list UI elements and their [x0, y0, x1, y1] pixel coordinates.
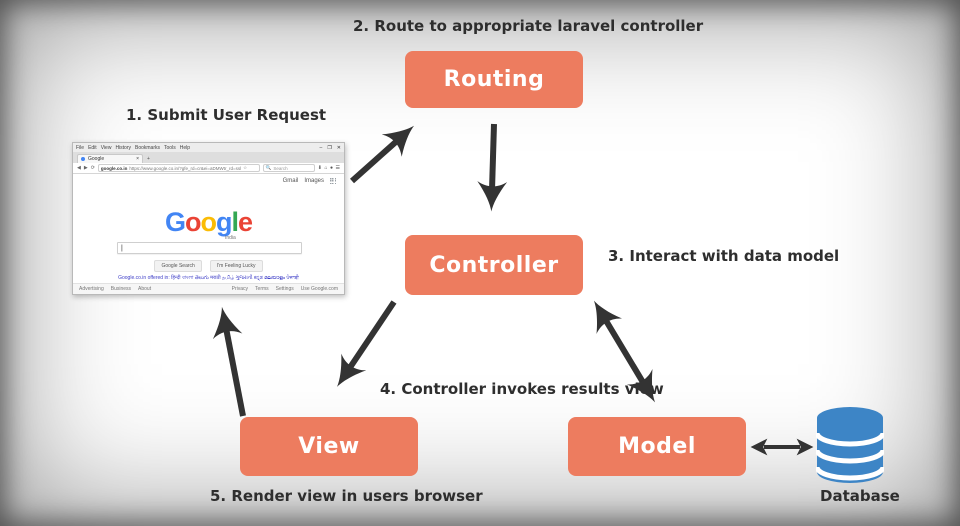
menu-file[interactable]: File: [76, 144, 85, 151]
google-logo-letter: o: [200, 207, 216, 237]
arrow-routing-to-controller: [477, 123, 508, 212]
routing-box: Routing: [405, 51, 583, 108]
minimize-icon[interactable]: –: [319, 144, 323, 151]
apps-grid-icon[interactable]: [330, 178, 336, 184]
maximize-icon[interactable]: ❐: [327, 144, 332, 151]
google-footer: Advertising Business About Privacy Terms…: [73, 283, 344, 294]
google-logo-letter: l: [231, 207, 238, 237]
view-box-label: View: [298, 434, 360, 459]
google-logo-letter: o: [184, 207, 201, 237]
feeling-lucky-button[interactable]: I'm Feeling Lucky: [209, 260, 263, 272]
browser-tabbar: Google × +: [73, 152, 344, 163]
database-icon: [816, 407, 884, 483]
menu-bookmarks[interactable]: Bookmarks: [135, 144, 161, 151]
text-cursor: |: [121, 245, 123, 252]
browser-content: Gmail Images Google India | Google Searc…: [73, 175, 344, 294]
close-icon[interactable]: ✕: [336, 144, 341, 151]
footer-business[interactable]: Business: [110, 286, 132, 292]
google-language-line[interactable]: Google.co.in offered in: हिन्दी বাংলা తె…: [118, 275, 299, 281]
close-tab-icon[interactable]: ×: [136, 156, 139, 162]
menu-help[interactable]: Help: [179, 144, 190, 151]
menu-view[interactable]: View: [100, 144, 112, 151]
tab-google[interactable]: Google ×: [77, 154, 143, 163]
browser-search-field[interactable]: 🔍 Search: [262, 164, 315, 172]
favicon: [81, 157, 85, 161]
search-placeholder: Search: [273, 165, 288, 171]
routing-box-label: Routing: [443, 67, 545, 92]
forward-icon[interactable]: ▶: [83, 165, 88, 171]
images-link[interactable]: Images: [304, 178, 324, 184]
step2-label: 2. Route to appropriate laravel controll…: [353, 17, 704, 35]
google-buttons: Google Search I'm Feeling Lucky: [73, 260, 344, 272]
browser-navbar: ◀ ▶ ⟳ google.co.in https://www.google.co…: [73, 163, 344, 174]
model-box-label: Model: [618, 434, 696, 459]
footer-terms[interactable]: Terms: [255, 286, 269, 292]
back-icon[interactable]: ◀: [77, 165, 81, 171]
tab-title: Google: [88, 156, 105, 162]
footer-about[interactable]: About: [138, 286, 152, 292]
browser-window: File Edit View History Bookmarks Tools H…: [72, 142, 345, 295]
arrow-controller-model-bidirectional: [593, 300, 656, 403]
footer-settings[interactable]: Settings: [275, 286, 294, 292]
download-icon[interactable]: ⬇: [317, 165, 322, 171]
footer-privacy[interactable]: Privacy: [231, 286, 249, 292]
database-label: Database: [820, 487, 900, 505]
footer-use-google-com[interactable]: Use Google.com: [300, 286, 338, 292]
url-text: https://www.google.co.in/?gfe_rd=cr&ei=a…: [129, 165, 242, 171]
new-tab-icon[interactable]: +: [147, 156, 150, 162]
url-field[interactable]: google.co.in https://www.google.co.in/?g…: [97, 164, 260, 172]
menu-tools[interactable]: Tools: [164, 144, 176, 151]
search-icon: 🔍: [265, 165, 272, 170]
reload-icon[interactable]: ⟳: [90, 165, 95, 171]
url-domain: google.co.in: [100, 165, 128, 171]
arrow-browser-to-routing: [350, 125, 415, 184]
step5-label: 5. Render view in users browser: [210, 487, 483, 505]
footer-advertising[interactable]: Advertising: [79, 286, 104, 292]
model-box: Model: [568, 417, 746, 476]
menu-edit[interactable]: Edit: [88, 144, 97, 151]
controller-box: Controller: [405, 235, 583, 295]
step1-label: 1. Submit User Request: [126, 106, 327, 124]
toolbar-icons[interactable]: ⬇ ⌂ ● ☰: [318, 165, 340, 171]
google-applinks: Gmail Images: [283, 178, 336, 184]
arrow-controller-to-view: [337, 300, 397, 387]
google-search-input[interactable]: |: [117, 242, 302, 254]
google-logo-letter: e: [238, 207, 253, 237]
step3-label: 3. Interact with data model: [608, 247, 840, 265]
home-icon[interactable]: ⌂: [324, 165, 328, 171]
menu-icon[interactable]: ☰: [335, 165, 340, 171]
controller-box-label: Controller: [429, 252, 559, 278]
google-country-label: India: [225, 235, 236, 241]
view-box: View: [240, 417, 418, 476]
google-logo-letter: G: [164, 207, 186, 237]
menu-history[interactable]: History: [115, 144, 131, 151]
google-logo-letter: g: [215, 207, 232, 237]
addon-icon[interactable]: ●: [329, 165, 334, 171]
bookmark-star-icon[interactable]: ☆: [243, 165, 248, 170]
google-search-button[interactable]: Google Search: [154, 260, 202, 272]
browser-menubar: File Edit View History Bookmarks Tools H…: [73, 143, 344, 152]
step4-label: 4. Controller invokes results view: [380, 380, 664, 398]
google-logo: Google: [73, 209, 344, 236]
gmail-link[interactable]: Gmail: [282, 178, 299, 184]
arrow-view-to-browser: [212, 306, 246, 417]
